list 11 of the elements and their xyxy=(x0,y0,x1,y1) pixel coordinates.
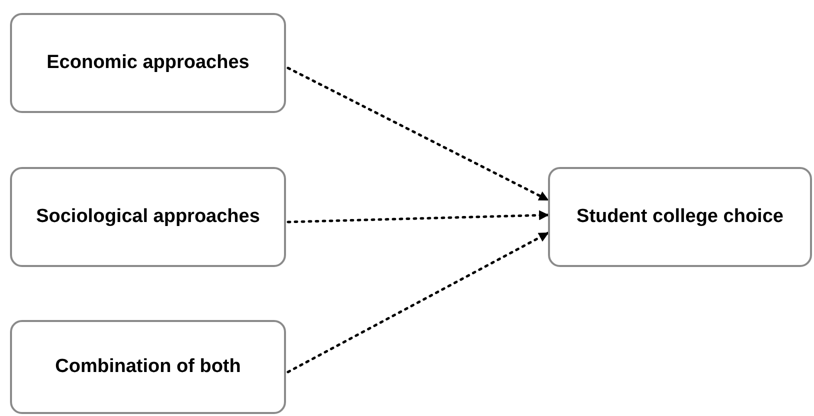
box-label: Economic approaches xyxy=(46,50,250,75)
dotted-arrow xyxy=(286,210,550,224)
rounded-box xyxy=(10,13,286,113)
rounded-box xyxy=(10,320,286,414)
box-label: Student college choice xyxy=(576,204,784,229)
rounded-box xyxy=(548,167,812,267)
box-label: Combination of both xyxy=(55,354,241,379)
box-label: Sociological approaches xyxy=(36,204,260,229)
rounded-box xyxy=(10,167,286,267)
dotted-arrow xyxy=(286,232,550,374)
dotted-arrow xyxy=(286,66,550,202)
